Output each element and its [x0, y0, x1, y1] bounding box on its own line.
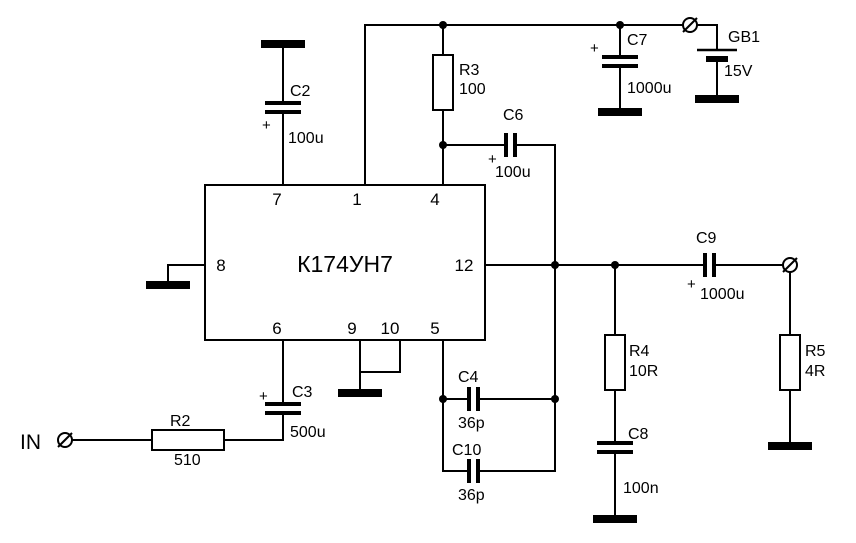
terminal-slash — [782, 257, 798, 273]
ic-pin-12-label: 12 — [455, 256, 474, 275]
junction-dot — [616, 21, 624, 29]
resistor-r2: R2 510 — [151, 413, 225, 469]
ground-symbol — [338, 389, 382, 397]
resistor-r4: R4 10R — [604, 334, 658, 391]
ground-symbol — [598, 108, 642, 116]
ground-symbol — [261, 40, 305, 48]
c3-ref-label: C3 — [292, 384, 313, 401]
c7-polarity-mark: + — [590, 40, 599, 57]
ic-label: К174УН7 — [297, 251, 393, 277]
r5-ref-label: R5 — [805, 343, 826, 360]
capacitor-c10: C10 36p — [452, 442, 485, 504]
c3-polarity-mark: + — [259, 388, 268, 405]
c9-polarity-mark: + — [687, 276, 696, 293]
c6-polarity-mark: + — [488, 151, 497, 168]
r4-value-label: 10R — [629, 363, 658, 380]
ic-pin-5-label: 5 — [430, 319, 439, 338]
capacitor-c3: + C3 500u — [259, 384, 326, 441]
junction-dot — [551, 395, 559, 403]
c7-value-label: 1000u — [627, 80, 672, 97]
ground-symbol — [146, 281, 190, 289]
c2-polarity-mark: + — [262, 117, 271, 134]
r2-ref-label: R2 — [170, 413, 191, 430]
capacitor-c6: C6 + 100u — [488, 107, 531, 181]
input-terminal: IN — [20, 431, 73, 454]
r4-ref-label: R4 — [629, 343, 650, 360]
resistor-body — [779, 334, 801, 391]
junction-dot — [439, 395, 447, 403]
gb1-ref-label: GB1 — [728, 29, 760, 46]
ic-pin-4-label: 4 — [430, 190, 439, 209]
gb1-value-label: 15V — [724, 63, 753, 80]
resistor-body — [432, 54, 454, 111]
output-terminal — [782, 257, 798, 273]
junction-dot — [551, 261, 559, 269]
c9-ref-label: C9 — [696, 230, 717, 247]
ic-pin-7-label: 7 — [272, 190, 281, 209]
ground-symbol — [695, 95, 739, 103]
resistor-body — [151, 429, 225, 451]
c10-value-label: 36p — [458, 487, 485, 504]
r2-value-label: 510 — [174, 452, 201, 469]
ground-symbol — [768, 442, 812, 450]
c2-value-label: 100u — [288, 130, 324, 147]
c10-ref-label: C10 — [452, 442, 481, 459]
input-label: IN — [20, 431, 41, 454]
c8-ref-label: C8 — [628, 426, 649, 443]
ic-pin-8-label: 8 — [216, 256, 225, 275]
supply-terminal — [682, 17, 698, 33]
c6-ref-label: C6 — [503, 107, 524, 124]
terminal-slash — [682, 17, 698, 33]
junction-dot — [439, 21, 447, 29]
wires — [71, 24, 791, 516]
capacitor-c8: C8 100n — [597, 426, 659, 497]
ic-body — [204, 184, 486, 341]
capacitor-c2: C2 + 100u — [262, 83, 324, 147]
ground-symbols — [146, 40, 812, 523]
ic-pin-1-label: 1 — [352, 190, 361, 209]
resistor-r3: R3 100 — [432, 54, 486, 111]
resistor-r5: R5 4R — [779, 334, 826, 391]
capacitor-c4: C4 36p — [458, 369, 485, 432]
junction-dot — [611, 261, 619, 269]
c8-value-label: 100n — [623, 480, 659, 497]
junction-dots — [439, 21, 624, 403]
c2-ref-label: C2 — [290, 83, 311, 100]
c4-ref-label: C4 — [458, 369, 479, 386]
ic-k174un7: К174УН7 7 1 4 8 12 6 9 10 5 — [204, 184, 486, 341]
terminal-slash — [57, 432, 73, 448]
c7-ref-label: C7 — [627, 32, 648, 49]
junction-dot — [439, 141, 447, 149]
c6-value-label: 100u — [495, 164, 531, 181]
battery-gb1: GB1 15V — [697, 29, 760, 80]
capacitor-c9: C9 + 1000u — [687, 230, 745, 303]
ic-pin-10-label: 10 — [381, 319, 400, 338]
r5-value-label: 4R — [805, 363, 825, 380]
ground-symbol — [593, 515, 637, 523]
capacitor-c7: + C7 1000u — [590, 32, 672, 97]
c9-value-label: 1000u — [700, 286, 745, 303]
c3-value-label: 500u — [290, 424, 326, 441]
resistor-body — [604, 334, 626, 391]
r3-ref-label: R3 — [459, 62, 480, 79]
ic-pin-6-label: 6 — [272, 319, 281, 338]
ic-pin-9-label: 9 — [347, 319, 356, 338]
c4-value-label: 36p — [458, 415, 485, 432]
r3-value-label: 100 — [459, 81, 486, 98]
